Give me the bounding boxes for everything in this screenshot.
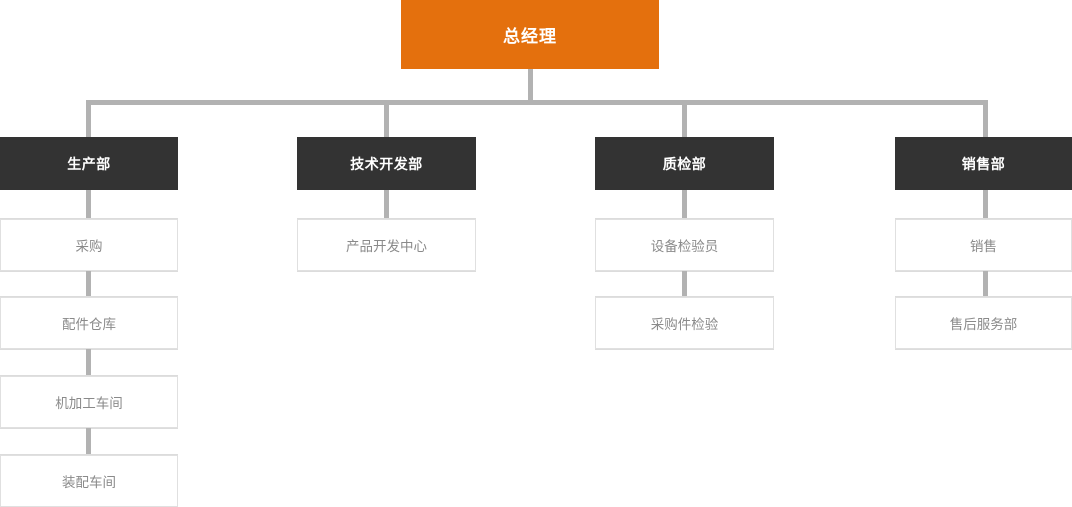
node-leaf-sales[interactable]: 销售: [895, 219, 1072, 271]
connector-bus-to-dept-2: [384, 100, 389, 138]
node-dept-production[interactable]: 生产部: [0, 137, 178, 190]
node-leaf-label: 机加工车间: [55, 396, 123, 411]
connector-root-stem: [528, 69, 533, 105]
node-leaf-equipment-inspector[interactable]: 设备检验员: [595, 219, 774, 271]
node-leaf-label: 采购件检验: [650, 317, 719, 332]
connector-dept1-child3-to-child4: [86, 428, 91, 455]
connector-bus-to-dept-1: [86, 100, 91, 138]
node-leaf-label: 配件仓库: [62, 317, 116, 332]
node-dept-label: 质检部: [662, 155, 707, 172]
node-leaf-purchasing[interactable]: 采购: [0, 219, 178, 271]
node-root-general-manager[interactable]: 总经理: [401, 0, 659, 69]
node-leaf-product-development-center[interactable]: 产品开发中心: [297, 219, 476, 271]
connector-bus-to-dept-3: [682, 100, 687, 138]
connector-horizontal-bus: [86, 100, 988, 105]
node-dept-label: 销售部: [961, 155, 1006, 172]
connector-dept1-child2-to-child3: [86, 349, 91, 376]
node-dept-quality-inspection[interactable]: 质检部: [595, 137, 774, 190]
connector-dept1-to-child1: [86, 190, 91, 220]
connector-bus-to-dept-4: [983, 100, 988, 138]
node-leaf-after-sales-service[interactable]: 售后服务部: [895, 297, 1072, 349]
node-dept-sales[interactable]: 销售部: [895, 137, 1072, 190]
node-leaf-parts-warehouse[interactable]: 配件仓库: [0, 297, 178, 349]
node-leaf-label: 产品开发中心: [346, 239, 427, 254]
node-dept-label: 技术开发部: [350, 155, 423, 172]
connector-dept1-child1-to-child2: [86, 271, 91, 298]
node-leaf-label: 销售: [970, 239, 997, 254]
node-dept-technical-development[interactable]: 技术开发部: [297, 137, 476, 190]
connector-dept2-to-child1: [384, 190, 389, 220]
node-leaf-purchased-parts-inspection[interactable]: 采购件检验: [595, 297, 774, 349]
node-leaf-label: 设备检验员: [650, 239, 719, 254]
connector-dept3-to-child1: [682, 190, 687, 220]
connector-dept3-child1-to-child2: [682, 271, 687, 298]
connector-dept4-to-child1: [983, 190, 988, 220]
node-leaf-assembly-workshop[interactable]: 装配车间: [0, 455, 178, 507]
node-dept-label: 生产部: [67, 155, 111, 172]
node-root-label: 总经理: [503, 27, 557, 46]
connector-dept4-child1-to-child2: [983, 271, 988, 298]
node-leaf-label: 装配车间: [62, 475, 116, 490]
node-leaf-machining-workshop[interactable]: 机加工车间: [0, 376, 178, 428]
node-leaf-label: 售后服务部: [949, 317, 1018, 332]
node-leaf-label: 采购: [75, 239, 103, 254]
